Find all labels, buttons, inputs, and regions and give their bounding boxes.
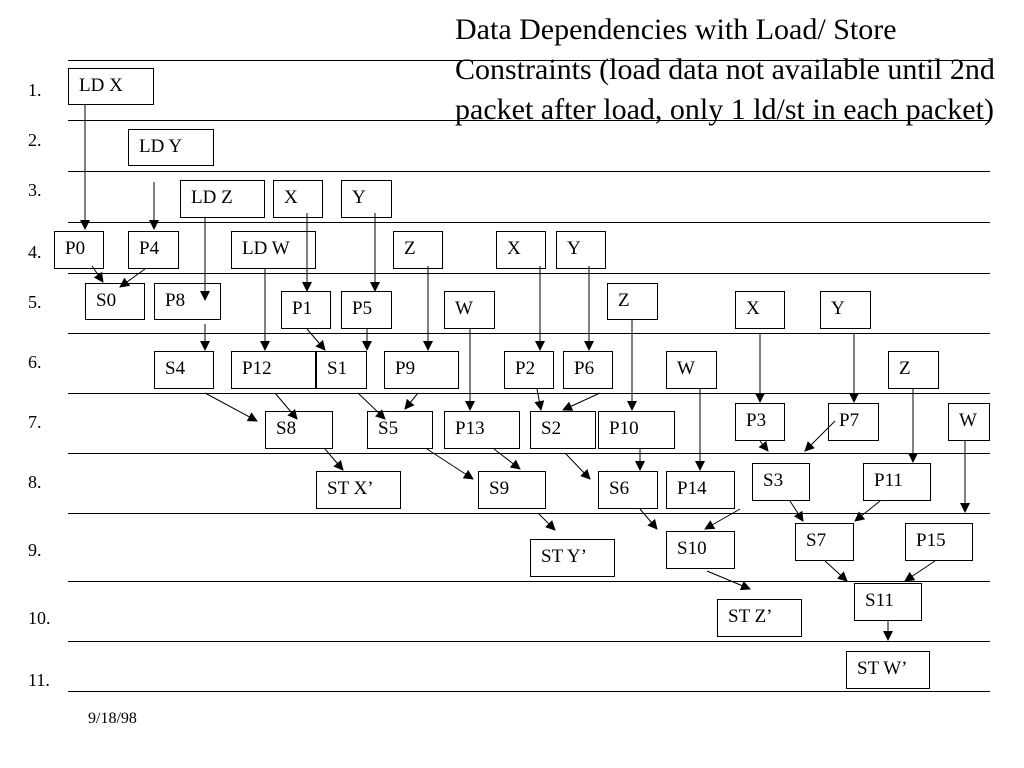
row-divider — [68, 581, 990, 582]
instruction-box: P6 — [563, 351, 613, 389]
instruction-box: W — [666, 351, 717, 389]
instruction-box: P14 — [666, 471, 735, 509]
instruction-box: S8 — [265, 411, 333, 449]
dependency-arrow — [639, 508, 658, 530]
instruction-box: P7 — [828, 403, 879, 441]
dependency-arrow — [537, 512, 556, 531]
row-number: 1. — [28, 80, 42, 100]
dependency-arrow — [904, 560, 936, 582]
instruction-box: ST Y’ — [530, 539, 615, 577]
instruction-box: W — [948, 403, 990, 441]
instruction-box: Y — [556, 231, 606, 269]
instruction-box: X — [735, 291, 785, 329]
row-number: 7. — [28, 412, 42, 432]
dependency-arrow — [119, 268, 146, 288]
row-number: 3. — [28, 180, 42, 200]
instruction-box: S4 — [154, 351, 214, 389]
instruction-box: P11 — [863, 463, 931, 501]
row-number: 4. — [28, 242, 42, 262]
dependency-arrow — [274, 392, 298, 420]
row-divider — [68, 691, 990, 692]
instruction-box: P4 — [128, 231, 179, 269]
row-divider — [68, 120, 990, 121]
dependency-arrow — [534, 388, 545, 411]
instruction-box: X — [273, 180, 323, 218]
instruction-box: S11 — [854, 583, 922, 621]
row-number: 9. — [28, 540, 42, 560]
instruction-box: LD X — [68, 68, 154, 105]
instruction-box: P2 — [504, 351, 554, 389]
instruction-box: S6 — [598, 471, 658, 509]
instruction-box: P9 — [384, 351, 459, 389]
dependency-arrow — [404, 392, 419, 410]
row-number: 8. — [28, 472, 42, 492]
instruction-box: P10 — [598, 411, 675, 449]
row-divider — [68, 641, 990, 642]
dependency-arrow — [562, 392, 601, 411]
dependency-arrow — [91, 265, 104, 283]
instruction-box: W — [444, 291, 495, 329]
row-divider — [68, 393, 990, 394]
row-number: 10. — [28, 608, 51, 628]
slide-title: Data Dependencies with Load/ Store Const… — [455, 13, 995, 126]
instruction-box: LD Z — [180, 180, 265, 218]
instruction-box: Y — [820, 291, 871, 329]
dependency-arrow — [758, 440, 769, 452]
dependency-arrow — [564, 452, 591, 480]
dependency-arrow — [804, 420, 836, 452]
instruction-box: S1 — [316, 351, 367, 389]
instruction-box: S3 — [752, 463, 810, 501]
dependency-arrow — [854, 500, 881, 522]
instruction-box: Z — [607, 283, 658, 320]
instruction-box: P5 — [341, 291, 392, 329]
instruction-box: Z — [888, 351, 939, 389]
instruction-box: ST Z’ — [717, 599, 802, 637]
row-divider — [68, 60, 990, 61]
instruction-box: ST X’ — [316, 471, 401, 509]
dependency-arrow — [324, 448, 344, 471]
row-divider — [68, 171, 990, 172]
row-number: 6. — [28, 352, 42, 372]
instruction-box: LD W — [231, 231, 316, 269]
instruction-box: ST W’ — [846, 651, 930, 689]
date-footer: 9/18/98 — [88, 710, 137, 727]
row-number: 11. — [28, 670, 50, 690]
dependency-arrow — [306, 328, 326, 351]
instruction-box: S0 — [85, 283, 145, 320]
dependency-arrow — [493, 448, 521, 470]
instruction-box: S10 — [666, 531, 735, 569]
row-number: 5. — [28, 292, 42, 312]
instruction-box: P15 — [905, 523, 973, 561]
row-number: 2. — [28, 130, 42, 150]
instruction-box: P8 — [154, 283, 221, 320]
row-divider — [68, 333, 990, 334]
instruction-box: LD Y — [128, 129, 214, 166]
instruction-box: P0 — [54, 231, 104, 269]
instruction-box: P13 — [444, 411, 520, 449]
dependency-arrow — [426, 448, 474, 480]
instruction-box: S9 — [478, 471, 546, 509]
dependency-arrow — [824, 560, 848, 582]
instruction-box: S2 — [530, 411, 596, 449]
dependency-arrow — [204, 392, 258, 422]
row-divider — [68, 273, 990, 274]
dependency-arrow — [357, 392, 386, 420]
instruction-box: P12 — [231, 351, 316, 389]
dependency-arrow — [706, 570, 751, 591]
instruction-box: P1 — [281, 291, 331, 329]
row-divider — [68, 453, 990, 454]
instruction-box: Y — [341, 180, 392, 218]
instruction-box: X — [496, 231, 546, 269]
dependency-arrow — [789, 500, 804, 522]
row-divider — [68, 513, 990, 514]
dependency-arrow — [704, 508, 741, 530]
instruction-box: S7 — [795, 523, 854, 561]
row-divider — [68, 222, 990, 223]
instruction-box: P3 — [735, 403, 785, 441]
instruction-box: Z — [393, 231, 443, 269]
